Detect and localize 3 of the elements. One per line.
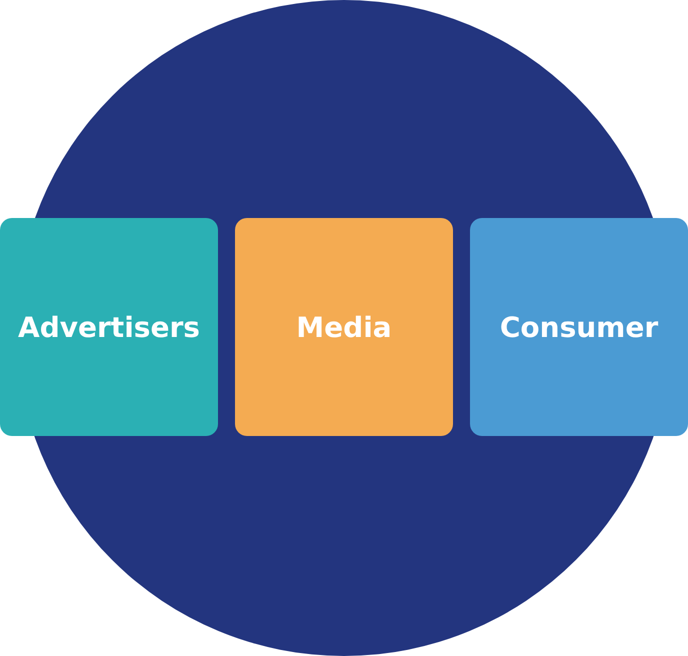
- category-card: Media: [235, 218, 453, 436]
- category-card: Advertisers: [0, 218, 218, 436]
- category-card: Consumer: [470, 218, 688, 436]
